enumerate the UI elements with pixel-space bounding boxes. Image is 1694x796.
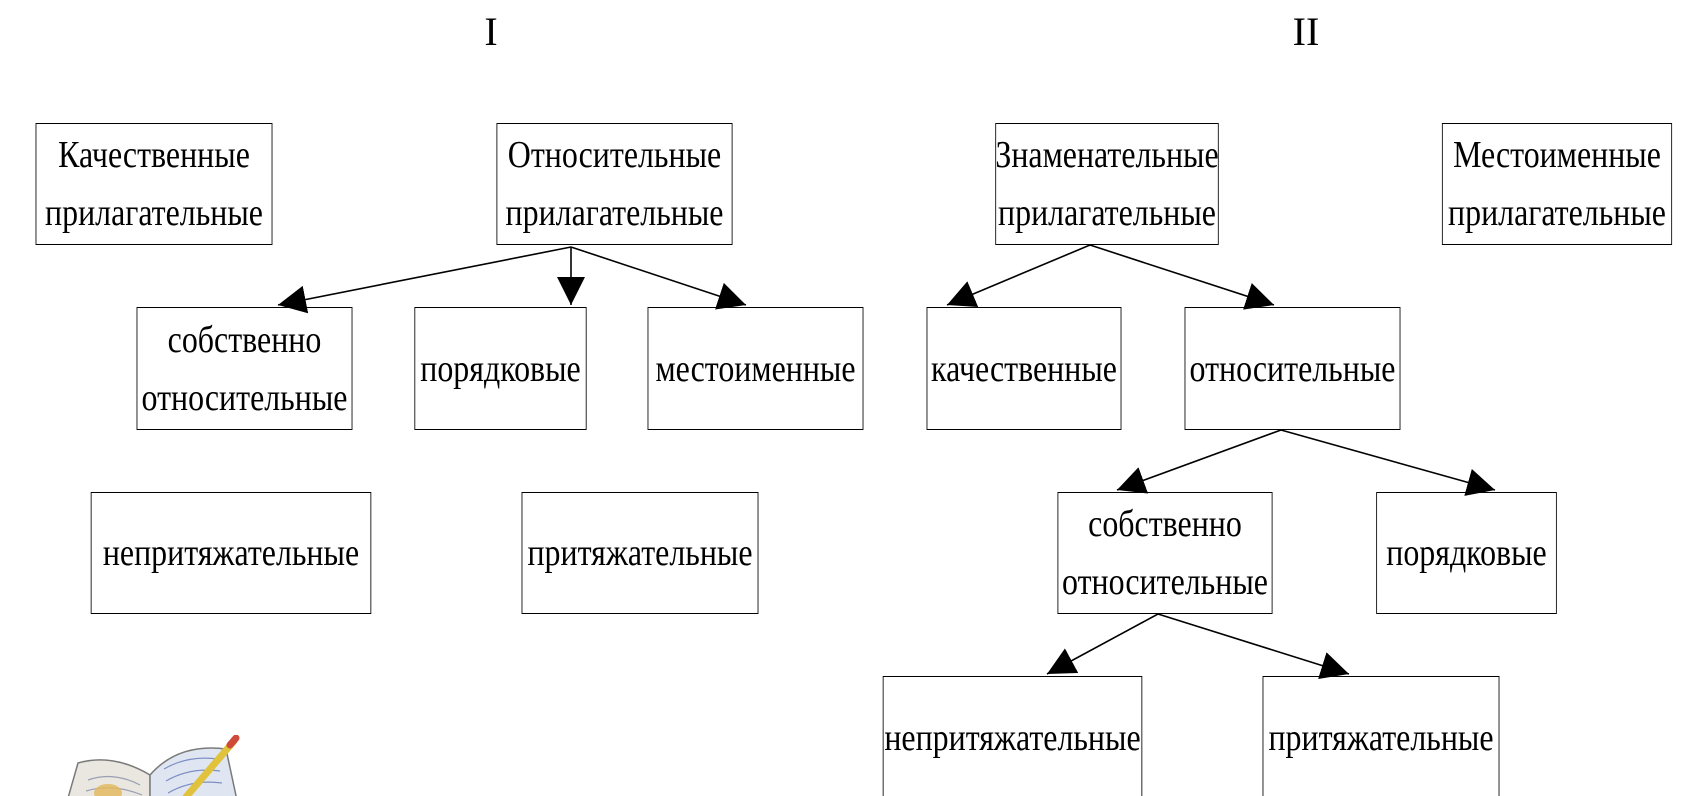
node-right-qualitative: качественные [926, 307, 1122, 430]
node-text-line: прилагательные [1448, 192, 1666, 234]
node-right-nonpossessive: непритяжательные [882, 676, 1143, 796]
arrow-right-significant-to-relative [1089, 244, 1275, 310]
node-text-line: относительные [1189, 347, 1396, 390]
node-text-line: притяжательные [527, 532, 753, 574]
node-right-ordinal: порядковые [1376, 492, 1557, 614]
node-text-line: Знаменательные [995, 134, 1219, 176]
arrow-right-relative-to-proper [1116, 429, 1282, 494]
node-text-line: относительные [1062, 561, 1268, 603]
node-text-line: Качественные [58, 134, 250, 176]
arrow-right-proper-to-nonpossessive [1046, 613, 1159, 675]
node-text-line: относительные [141, 376, 348, 419]
node-left-pronominal: местоименные [647, 307, 864, 430]
node-text-line: прилагательные [45, 192, 263, 234]
node-text-line: прилагательные [505, 192, 724, 234]
node-text-line: качественные [931, 347, 1117, 390]
node-left-qualitative-adjectives: Качественные прилагательные [35, 123, 273, 245]
column-heading-left: I [484, 9, 498, 54]
node-text-line: Относительные [507, 134, 722, 176]
node-text-line: местоименные [655, 347, 856, 390]
node-left-nonpossessive: непритяжательные [90, 492, 372, 614]
node-right-possessive: притяжательные [1262, 676, 1500, 796]
node-text-line: порядковые [420, 347, 581, 390]
node-right-significant-adjectives: Знаменательные прилагательные [995, 123, 1219, 245]
node-right-proper-relative: собственно относительные [1057, 492, 1273, 614]
node-left-relative-adjectives: Относительные прилагательные [496, 123, 733, 245]
node-left-possessive: притяжательные [521, 492, 759, 614]
node-text-line: притяжательные [1268, 717, 1494, 759]
arrow-right-relative-to-ordinal [1280, 429, 1496, 496]
node-left-proper-relative: собственно относительные [136, 307, 353, 430]
arrow-right-proper-to-possessive [1157, 613, 1350, 679]
node-text-line: порядковые [1386, 532, 1547, 574]
node-right-pronominal-adjectives: Местоименные прилагательные [1441, 123, 1673, 245]
node-text-line: непритяжательные [884, 717, 1141, 759]
node-text-line: прилагательные [998, 192, 1216, 234]
node-text-line: непритяжательные [102, 532, 360, 574]
arrow-right-significant-to-qualitative [946, 244, 1091, 308]
arrow-left-relative-to-pronominal [570, 246, 747, 310]
node-right-relative: относительные [1184, 307, 1401, 430]
open-book-with-pencil-icon [67, 735, 240, 796]
node-text-line: собственно [167, 318, 322, 361]
node-text-line: Местоименные [1453, 134, 1661, 176]
arrow-left-relative-to-proper [277, 246, 572, 314]
column-heading-right: II [1292, 9, 1320, 54]
node-text-line: собственно [1088, 503, 1242, 545]
node-left-ordinal: порядковые [414, 307, 587, 430]
